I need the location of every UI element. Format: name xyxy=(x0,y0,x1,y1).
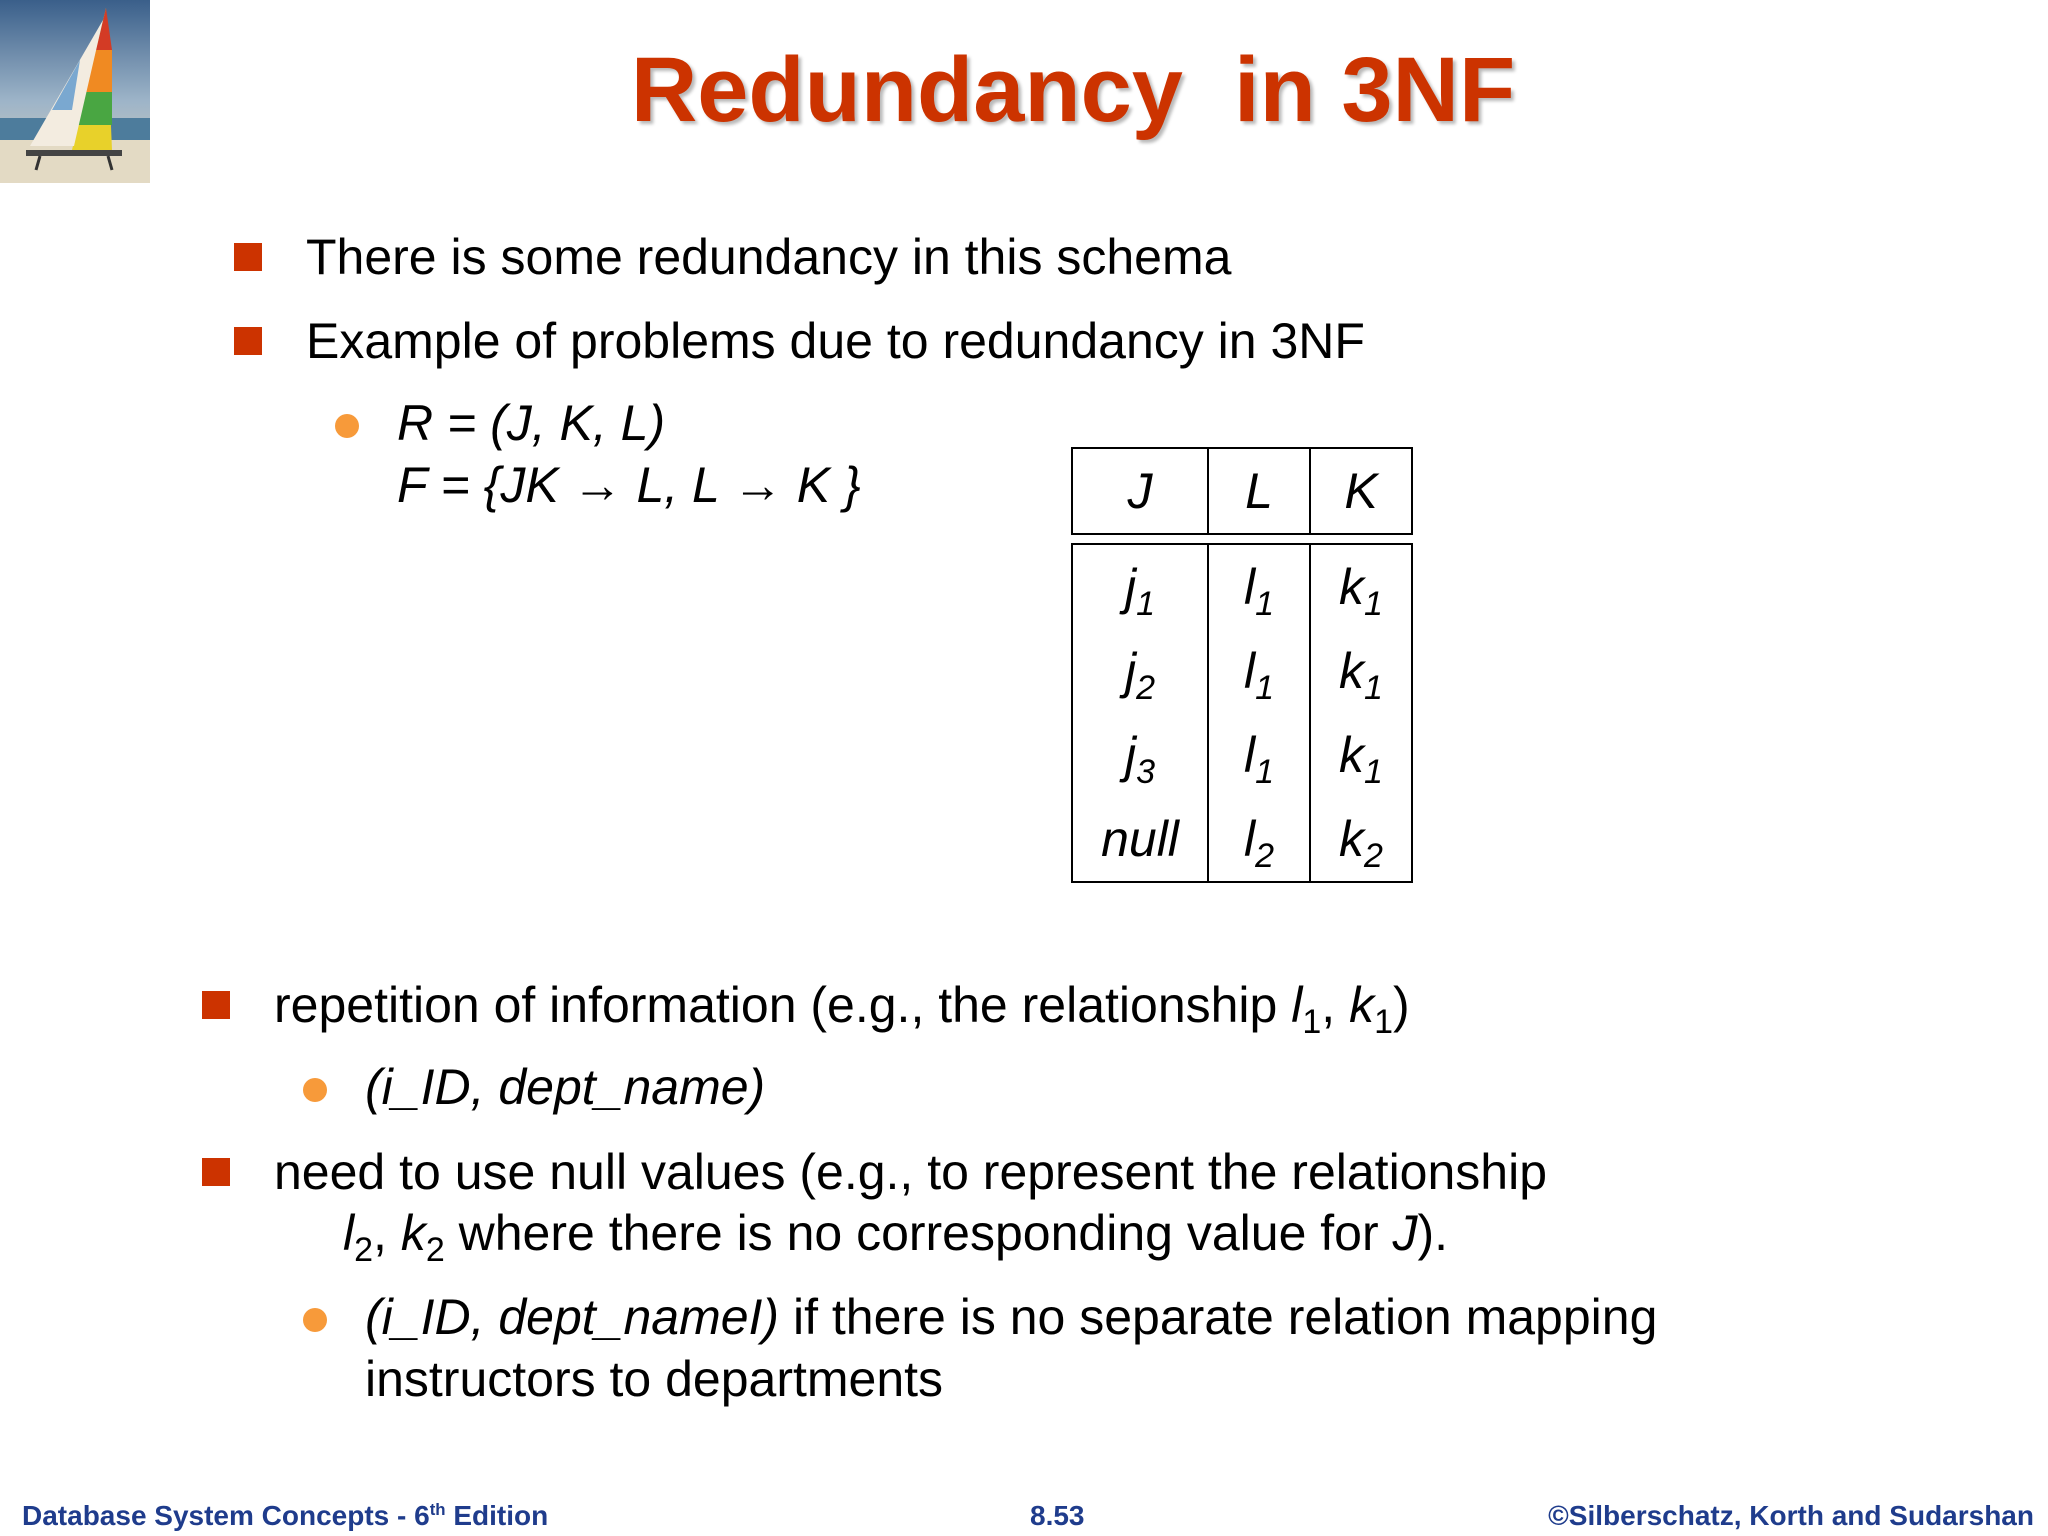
footer-page-number: 8.53 xyxy=(1030,1500,1085,1531)
comma: , xyxy=(1321,977,1350,1033)
symbol-sub-1: 1 xyxy=(1374,1002,1393,1041)
null-example: (i_ID, dept_nameI) if there is no separa… xyxy=(365,1286,1657,1348)
table-row: j1 l1 k1 xyxy=(1071,543,1413,629)
cell-j-sub: 1 xyxy=(1136,584,1156,623)
cell-j-sub: 3 xyxy=(1136,752,1156,791)
footer-edition: Edition xyxy=(445,1500,549,1531)
cell-k: k xyxy=(1339,811,1365,867)
square-bullet xyxy=(202,1158,230,1186)
bullet-text-example: Example of problems due to redundancy in… xyxy=(306,313,1365,369)
symbol-sub-2: 2 xyxy=(425,1230,445,1269)
symbol-sub-2: 2 xyxy=(354,1230,374,1269)
sailboat-logo xyxy=(0,0,150,183)
cell-l-sub: 1 xyxy=(1255,752,1275,791)
relation-schema: R = (J, K, L) xyxy=(397,395,666,451)
footer-copyright: ©Silberschatz, Korth and Sudarshan xyxy=(1548,1500,2034,1531)
round-bullet xyxy=(303,1308,327,1332)
cell-l: l xyxy=(1243,559,1256,615)
null-example-cont: instructors to departments xyxy=(365,1351,944,1407)
table-row: j2 l1 k1 xyxy=(1071,629,1413,713)
repetition-example: (i_ID, dept_name) xyxy=(365,1059,766,1115)
close-paren: ) xyxy=(1393,977,1410,1033)
symbol-k: k xyxy=(1349,977,1375,1033)
cell-l: l xyxy=(1243,643,1256,699)
null-end-text: ). xyxy=(1417,1205,1449,1261)
symbol-l: l xyxy=(1291,977,1303,1033)
cell-l-sub: 1 xyxy=(1255,668,1275,707)
null-example-italic: (i_ID, dept_nameI) xyxy=(365,1289,780,1345)
symbol-j: J xyxy=(1392,1205,1418,1261)
cell-k: k xyxy=(1339,727,1365,783)
cell-j: null xyxy=(1101,811,1179,867)
slide-title: Redundancy in 3NF xyxy=(630,39,1516,141)
bullet-text-repetition: repetition of information (e.g., the rel… xyxy=(274,974,1410,1039)
cell-k-sub: 1 xyxy=(1364,668,1383,707)
footer-edition-sup: th xyxy=(429,1499,446,1519)
footer-book-title: Database System Concepts - 6 xyxy=(22,1500,430,1531)
header-l: L xyxy=(1207,447,1311,535)
repetition-text: repetition of information (e.g., the rel… xyxy=(274,977,1292,1033)
square-bullet xyxy=(202,991,230,1019)
cell-l: l xyxy=(1243,811,1256,867)
relation-table: J L K j1 l1 k1 j2 l1 k1 j3 l1 k1 null l2… xyxy=(1071,447,1413,883)
cell-j: j xyxy=(1124,643,1137,699)
header-j: J xyxy=(1071,447,1209,535)
functional-dependencies: F = {JK → L, L → K } xyxy=(397,457,861,513)
symbol-k: k xyxy=(400,1205,426,1261)
cell-j: j xyxy=(1124,727,1137,783)
cell-k: k xyxy=(1339,559,1365,615)
cell-j: j xyxy=(1124,559,1137,615)
cell-k-sub: 1 xyxy=(1364,584,1383,623)
table-row: j3 l1 k1 xyxy=(1071,713,1413,797)
cell-j-sub: 2 xyxy=(1136,668,1156,707)
cell-k: k xyxy=(1339,643,1365,699)
comma: , xyxy=(373,1205,401,1261)
symbol-l: l xyxy=(343,1205,355,1261)
table-row: null l2 k2 xyxy=(1071,797,1413,883)
cell-k-sub: 2 xyxy=(1364,836,1383,875)
bullet-text-null-values: need to use null values (e.g., to repres… xyxy=(274,1144,1548,1200)
symbol-sub-1: 1 xyxy=(1302,1002,1322,1041)
null-example-rest: if there is no separate relation mapping xyxy=(779,1289,1658,1345)
cell-l: l xyxy=(1243,727,1256,783)
bullet-text-null-values-cont: l2, k2 where there is no corresponding v… xyxy=(343,1202,1449,1267)
header-k: K xyxy=(1309,447,1413,535)
square-bullet xyxy=(234,327,262,355)
null-suffix-text: where there is no corresponding value fo… xyxy=(444,1205,1393,1261)
footer-left: Database System Concepts - 6th Edition xyxy=(22,1500,548,1532)
bullet-text-redundancy: There is some redundancy in this schema xyxy=(306,229,1232,285)
cell-l-sub: 2 xyxy=(1255,836,1275,875)
round-bullet xyxy=(303,1078,327,1102)
cell-l-sub: 1 xyxy=(1255,584,1275,623)
round-bullet xyxy=(335,414,359,438)
cell-k-sub: 1 xyxy=(1364,752,1383,791)
square-bullet xyxy=(234,243,262,271)
